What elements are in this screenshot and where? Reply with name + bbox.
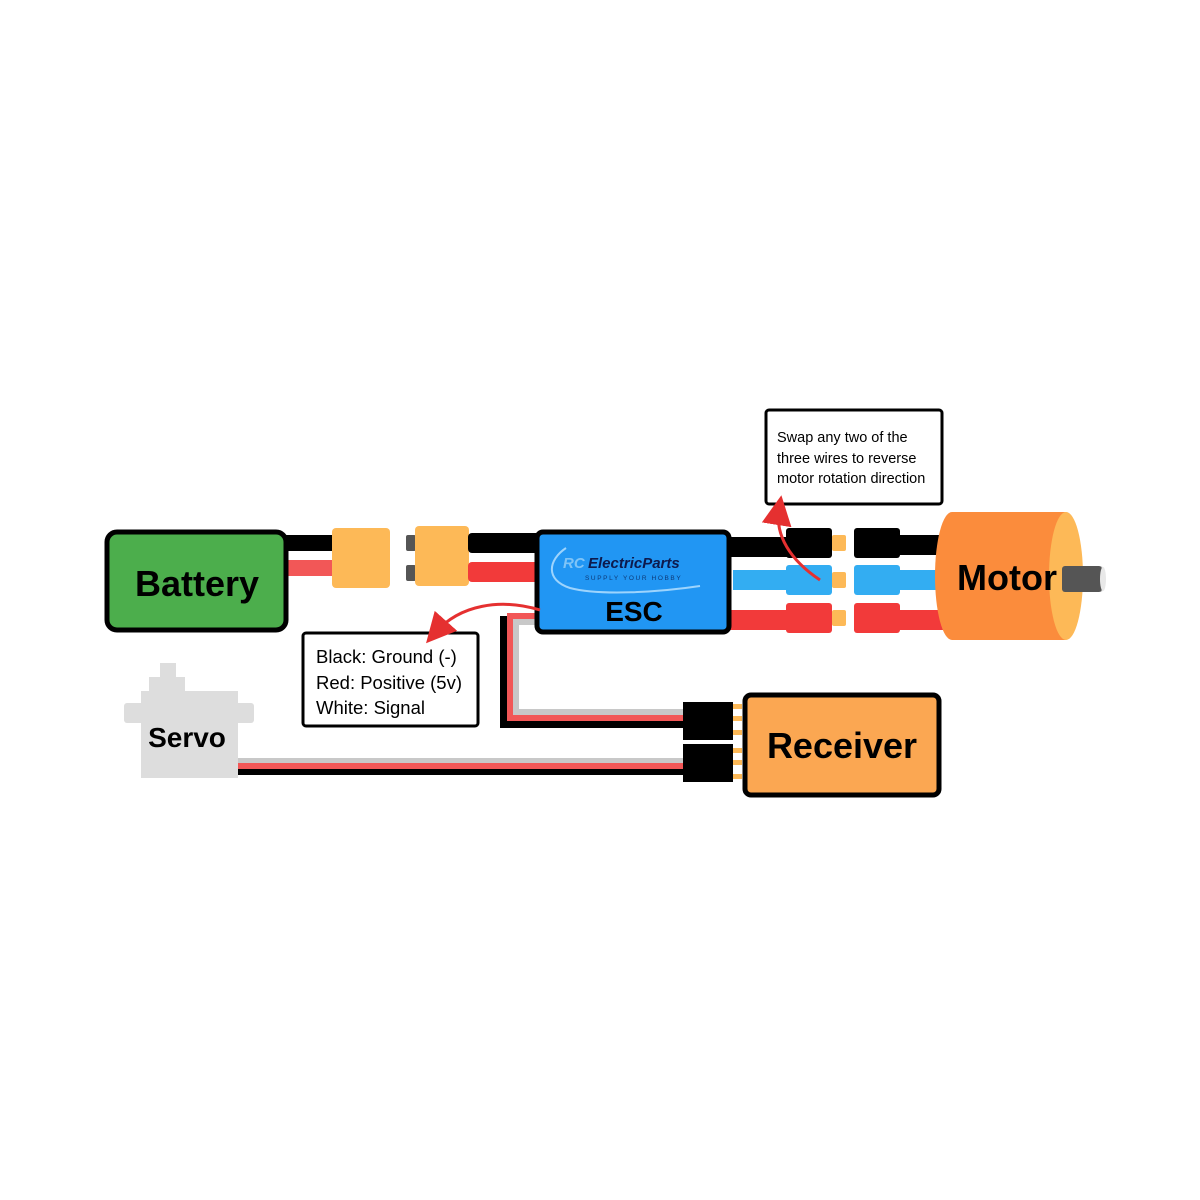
motor-sleeve-b bbox=[854, 565, 900, 595]
motor-sleeve-c bbox=[854, 603, 900, 633]
brand-prefix: RC bbox=[563, 555, 586, 572]
esc-motor-wire-b bbox=[733, 570, 793, 590]
servo-red-wire bbox=[236, 763, 690, 769]
battery-label: Battery bbox=[135, 563, 259, 604]
signal-wires-note: Black: Ground (-) Red: Positive (5v) Whi… bbox=[301, 631, 480, 728]
servo-white-wire bbox=[236, 758, 690, 763]
motor-block: Motor bbox=[935, 512, 1106, 640]
brand-tagline: SUPPLY YOUR HOBBY bbox=[585, 575, 682, 582]
note-line: Red: Positive (5v) bbox=[316, 672, 462, 693]
note-line: Swap any two of the bbox=[777, 430, 908, 446]
xt60-pin bbox=[406, 565, 416, 581]
servo-black-wire bbox=[236, 769, 690, 775]
motor-label: Motor bbox=[957, 557, 1057, 598]
receiver-plug-esc bbox=[683, 702, 733, 740]
bullet-sleeve bbox=[786, 528, 832, 558]
servo-label: Servo bbox=[148, 722, 226, 753]
motor-wire-c bbox=[895, 610, 945, 630]
brand-name: ElectricParts bbox=[588, 555, 680, 572]
motor-sleeve-a bbox=[854, 528, 900, 558]
battery-block: Battery bbox=[104, 529, 289, 633]
bullet-connector bbox=[832, 572, 846, 588]
bullet-connector bbox=[832, 610, 846, 626]
brand-swoosh-icon bbox=[551, 547, 701, 594]
motor-note-arrow-icon bbox=[761, 495, 821, 582]
esc-signal-red-wire bbox=[507, 613, 690, 721]
note-line: motor rotation direction bbox=[777, 471, 925, 487]
receiver-label: Receiver bbox=[767, 725, 917, 766]
xt60-pin bbox=[406, 535, 416, 551]
bullet-sleeve bbox=[786, 603, 832, 633]
esc-signal-white-wire bbox=[513, 619, 690, 715]
esc-label: ESC bbox=[605, 596, 663, 627]
receiver-plug-servo bbox=[683, 744, 733, 782]
receiver-pins bbox=[733, 704, 742, 779]
esc-black-input-wire bbox=[468, 533, 542, 553]
motor-wire-b bbox=[895, 570, 945, 590]
battery-red-wire bbox=[280, 560, 340, 576]
note-line: three wires to reverse bbox=[777, 451, 916, 467]
bullet-connector bbox=[832, 535, 846, 551]
bullet-sleeve bbox=[786, 565, 832, 595]
motor-wires-note: Swap any two of the three wires to rever… bbox=[764, 408, 944, 506]
esc-block: RC ElectricParts SUPPLY YOUR HOBBY ESC bbox=[534, 529, 732, 635]
signal-note-arrow-icon bbox=[426, 602, 541, 644]
esc-signal-black-wire bbox=[500, 616, 690, 728]
xt60-connector-female bbox=[332, 528, 390, 588]
battery-black-wire bbox=[280, 535, 340, 551]
esc-motor-wire-a bbox=[728, 537, 798, 557]
esc-red-input-wire bbox=[468, 562, 542, 582]
xt60-connector-male bbox=[415, 526, 469, 586]
note-line: White: Signal bbox=[316, 697, 425, 718]
esc-motor-wire-c bbox=[728, 610, 798, 630]
motor-wire-a bbox=[895, 535, 945, 555]
note-line: Black: Ground (-) bbox=[316, 646, 457, 667]
servo-block: Servo bbox=[124, 663, 254, 778]
receiver-block: Receiver bbox=[742, 692, 942, 798]
